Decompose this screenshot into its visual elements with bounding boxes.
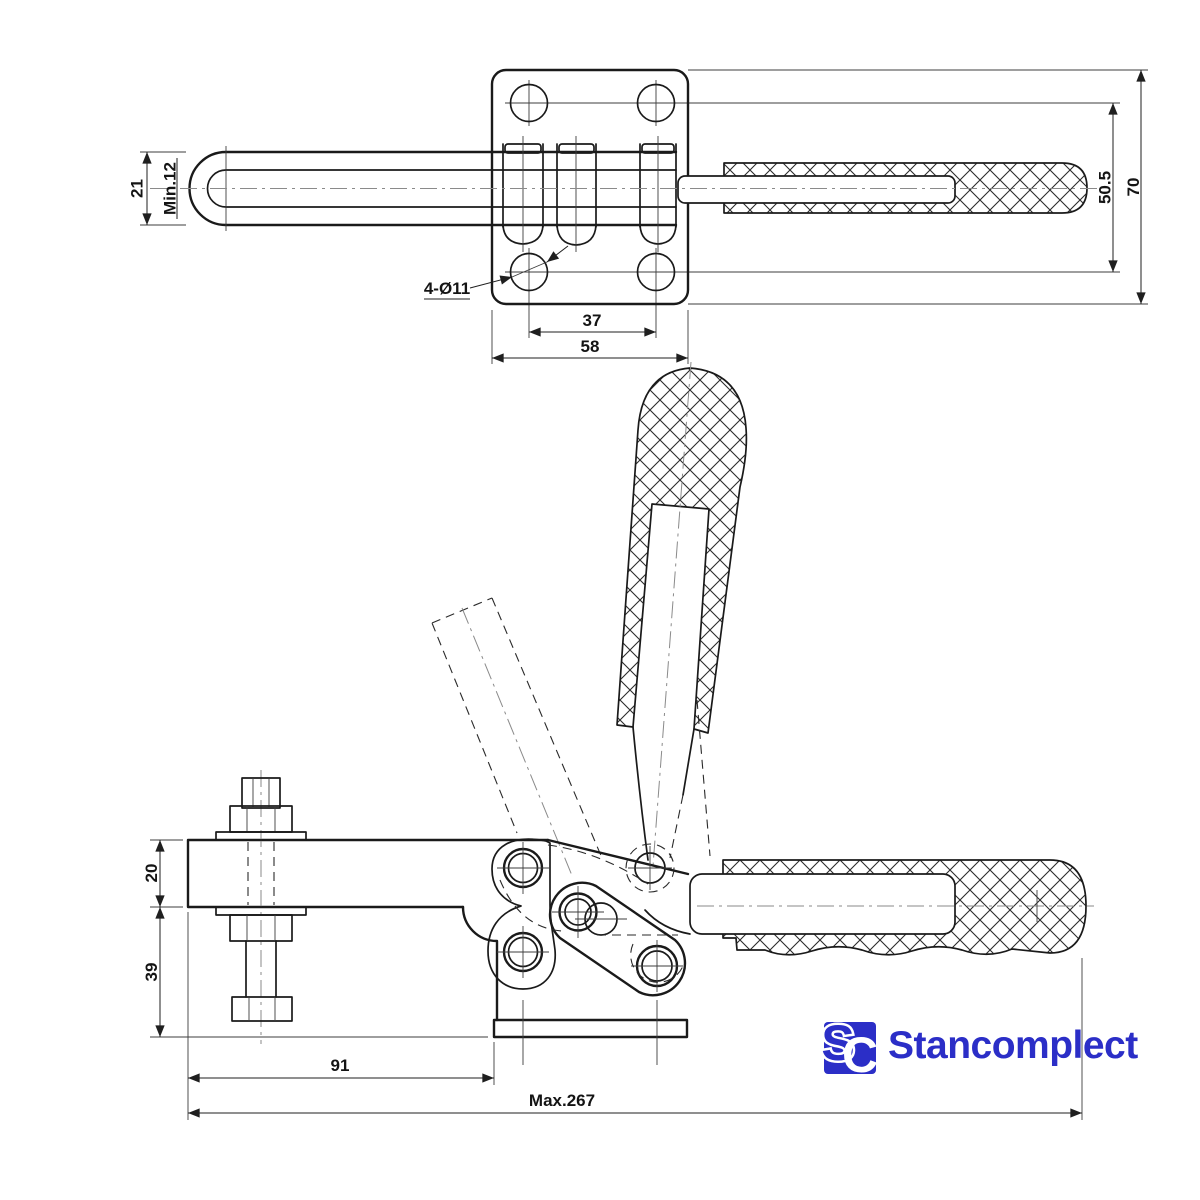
mounting-hole bbox=[509, 252, 549, 292]
clamp-arm bbox=[186, 838, 550, 909]
dim-hole-spacing-x: 37 bbox=[529, 311, 656, 337]
rod-lower-edge bbox=[644, 909, 691, 935]
handle-lever-edge bbox=[682, 728, 695, 796]
brand-logo: S C Stancomplect bbox=[819, 1013, 1139, 1084]
dim-mounting-holes: 4-Ø11 bbox=[424, 245, 569, 300]
mounting-plate bbox=[490, 68, 690, 306]
logo-wordmark: Stancomplect bbox=[888, 1024, 1138, 1067]
dim-arm-reach: 91 bbox=[187, 912, 495, 1120]
dim-base-height-side: 39 bbox=[142, 907, 488, 1038]
dim-label-70: 70 bbox=[1124, 178, 1143, 197]
hinge-lugs bbox=[502, 136, 677, 252]
dim-label-4d11: 4-Ø11 bbox=[424, 279, 470, 298]
dim-label-39: 39 bbox=[142, 963, 161, 982]
pivot-bracket bbox=[487, 838, 557, 990]
handle-rod-top bbox=[677, 175, 956, 204]
dim-base-height: 70 bbox=[1124, 70, 1146, 304]
logo-letter-s: S bbox=[821, 1015, 854, 1071]
phantom-raised-arm bbox=[431, 597, 603, 859]
mounting-hole bbox=[636, 252, 676, 292]
dim-min-opening: Min.12 bbox=[161, 158, 180, 219]
dim-hole-spacing-y: 50.5 bbox=[1096, 103, 1118, 272]
phantom-arm-centerline bbox=[461, 607, 574, 879]
logo-sc-icon bbox=[824, 1022, 876, 1074]
toggle-link bbox=[548, 881, 687, 997]
handle-rod-side bbox=[689, 873, 956, 935]
phantom-open-position bbox=[431, 361, 748, 879]
dim-label-58: 58 bbox=[581, 337, 600, 356]
phantom-linkage bbox=[499, 843, 684, 983]
dim-label-21: 21 bbox=[128, 179, 147, 198]
dim-label-37: 37 bbox=[583, 311, 602, 330]
side-view: 20 39 91 Max.267 bbox=[142, 770, 1094, 1120]
dim-label-max267: Max.267 bbox=[529, 1091, 595, 1110]
dim-label-min12: Min.12 bbox=[161, 162, 180, 215]
logo-letter-c: C bbox=[842, 1027, 878, 1083]
mounting-hole bbox=[509, 83, 549, 123]
rivets bbox=[497, 842, 683, 992]
handle-lever-edge bbox=[632, 726, 649, 861]
dim-label-91: 91 bbox=[331, 1056, 350, 1075]
mounting-hole bbox=[636, 83, 676, 123]
plate-height-extension-lines bbox=[688, 69, 1148, 305]
phantom-lever-edges bbox=[669, 699, 711, 859]
hole-row-centerlines bbox=[505, 102, 1120, 273]
base-body bbox=[461, 905, 689, 1065]
hole-column-centerlines bbox=[528, 80, 657, 338]
dim-base-width: 58 bbox=[491, 310, 689, 364]
handle-grip-open bbox=[616, 367, 748, 734]
dim-label-20: 20 bbox=[142, 864, 161, 883]
dim-u-bolt-width: 21 bbox=[128, 151, 186, 226]
clamping-spindle bbox=[215, 770, 307, 1044]
dim-arm-section-height: 20 bbox=[142, 839, 183, 908]
top-view: 21 Min.12 4-Ø11 37 58 50.5 bbox=[128, 68, 1148, 364]
open-handle-centerline bbox=[652, 361, 692, 867]
lever-top-edge bbox=[546, 838, 690, 876]
dim-label-50-5: 50.5 bbox=[1096, 171, 1115, 204]
dim-overall-length: Max.267 bbox=[188, 958, 1083, 1120]
